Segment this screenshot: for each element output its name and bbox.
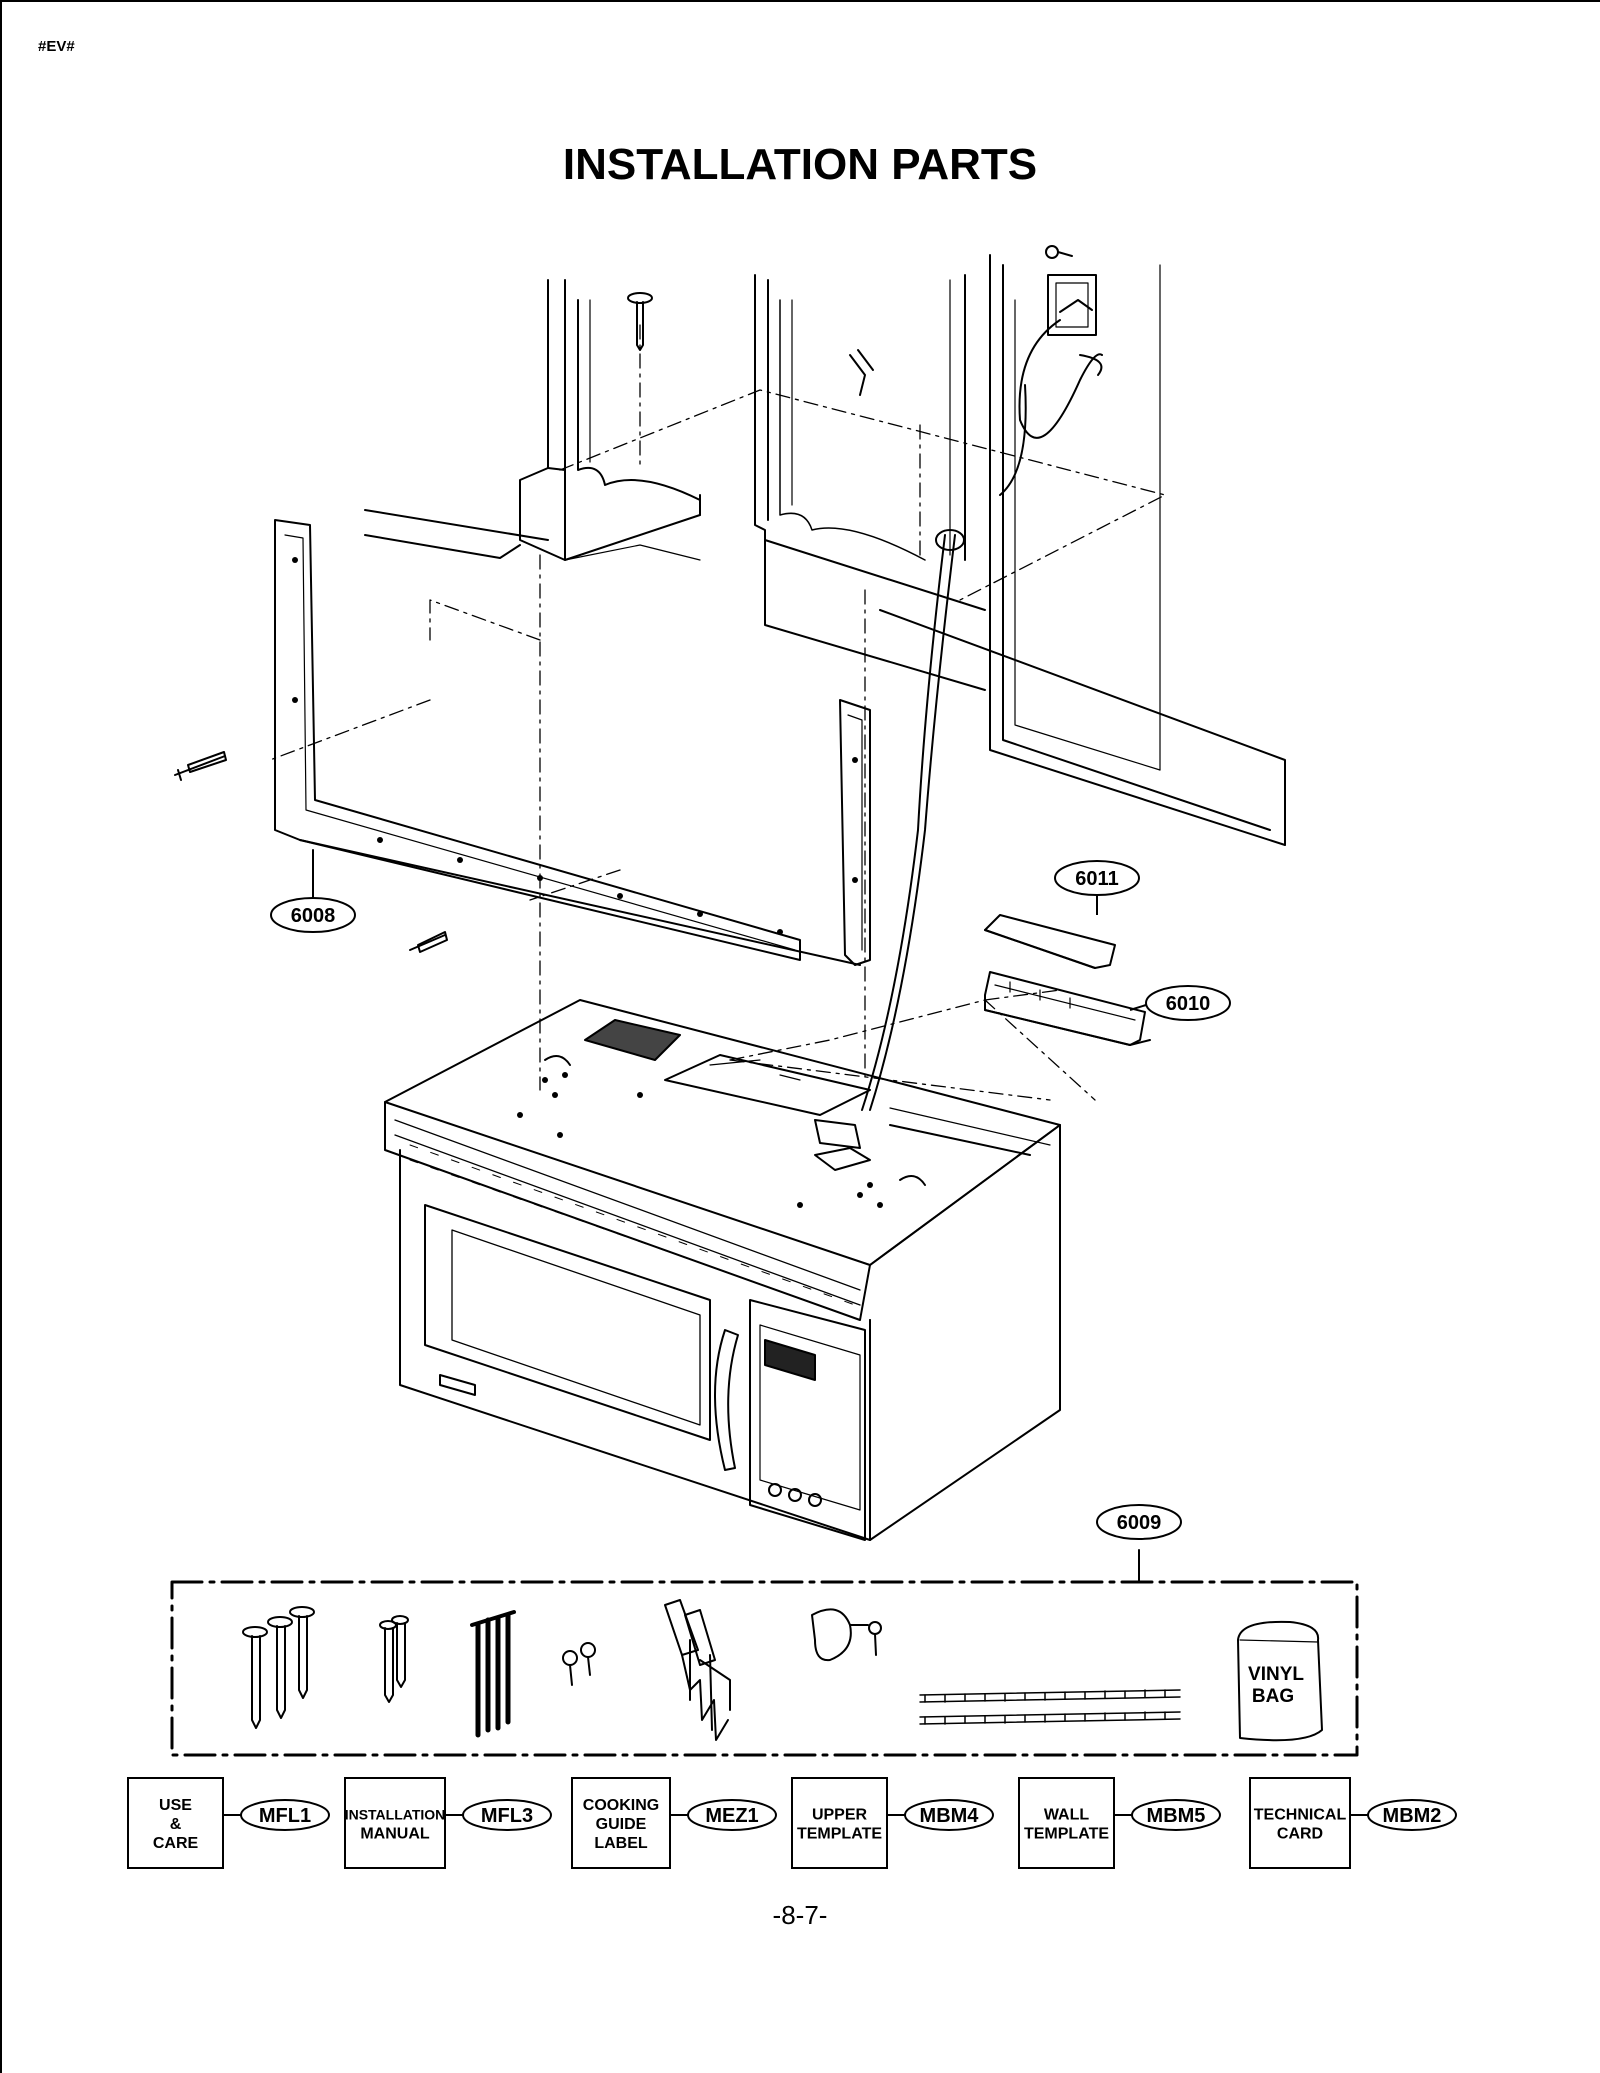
document-item: INSTALLATION MANUAL MFL3 (344, 1777, 552, 1869)
document-label-line: MANUAL (360, 1826, 430, 1843)
document-list: USE & CARE MFL1 INSTALLATION MANUAL MFL3 COOKIN… (127, 1777, 1457, 1869)
document-code: MFL1 (259, 1805, 311, 1827)
document-label-line: TEMPLATE (797, 1826, 882, 1843)
document-label-line: USE (159, 1797, 192, 1814)
document-box (791, 1777, 888, 1869)
callout-6008: 6008 (291, 905, 336, 927)
document-label-line: LABEL (594, 1835, 648, 1852)
document-label-line: & (170, 1816, 182, 1833)
document-box (571, 1777, 671, 1869)
document-code-oval (687, 1799, 777, 1831)
callout-6008-oval (270, 897, 356, 933)
kit-cable-clamp (811, 1608, 882, 1662)
document-code-oval (1367, 1799, 1457, 1831)
document-code: MBM5 (1147, 1805, 1206, 1827)
page-title: INSTALLATION PARTS (562, 140, 1038, 189)
callout-6011: 6011 (1075, 868, 1118, 890)
upper-cabinets (364, 254, 1286, 846)
document-label-line: CARE (153, 1835, 199, 1852)
hardware-kit-frame (170, 1580, 1359, 1757)
header-tag: #EV# (38, 38, 75, 55)
document-label-line: TECHNICAL (1254, 1807, 1347, 1824)
kit-screws (242, 1606, 596, 1738)
document-label-line: CARD (1277, 1826, 1323, 1843)
cabinet-bolt (627, 292, 874, 396)
document-item: USE & CARE MFL1 (127, 1777, 330, 1869)
document-label-line: UPPER (812, 1807, 868, 1824)
mounting-plate (174, 519, 871, 966)
alignment-lines (269, 324, 1166, 1101)
document-label-line: WALL (1044, 1807, 1090, 1824)
document-code: MBM4 (920, 1805, 980, 1827)
kit-strips (919, 1689, 1181, 1725)
vinyl-bag-icon (1237, 1620, 1323, 1742)
outlet-and-cord (861, 245, 1103, 1111)
document-item: UPPER TEMPLATE MBM4 (791, 1777, 994, 1869)
document-code: MEZ1 (705, 1805, 758, 1827)
document-code: MFL3 (481, 1805, 533, 1827)
document-box (1018, 1777, 1115, 1869)
document-label-line: COOKING (583, 1797, 659, 1814)
vinyl-bag-label-1: VINYL (1248, 1664, 1304, 1685)
document-code-oval (240, 1799, 330, 1831)
damper-box (984, 971, 1151, 1046)
document-box (127, 1777, 224, 1869)
page-number: -8-7- (772, 1900, 828, 1930)
document-label-line: GUIDE (596, 1816, 647, 1833)
document-label-line: INSTALLATION (345, 1807, 446, 1823)
callout-6009: 6009 (1117, 1512, 1162, 1534)
document-code-oval (462, 1799, 552, 1831)
damper-cover (984, 914, 1116, 969)
document-item: WALL TEMPLATE MBM5 (1018, 1777, 1221, 1869)
callout-6009-oval (1096, 1504, 1182, 1540)
document-label-line: TEMPLATE (1024, 1826, 1109, 1843)
document-code: MBM2 (1383, 1805, 1442, 1827)
microwave-oven (384, 999, 1061, 1541)
document-box (1249, 1777, 1351, 1869)
document-item: COOKING GUIDE LABEL MEZ1 (571, 1777, 777, 1869)
document-box (344, 1777, 446, 1869)
document-code-oval (904, 1799, 994, 1831)
callout-6010-oval (1145, 985, 1231, 1021)
vinyl-bag-label-2: BAG (1252, 1686, 1294, 1707)
document-code-oval (1131, 1799, 1221, 1831)
callout-6010: 6010 (1166, 993, 1211, 1015)
kit-toggle-bolts (664, 1599, 731, 1741)
document-item: TECHNICAL CARD MBM2 (1249, 1777, 1457, 1869)
